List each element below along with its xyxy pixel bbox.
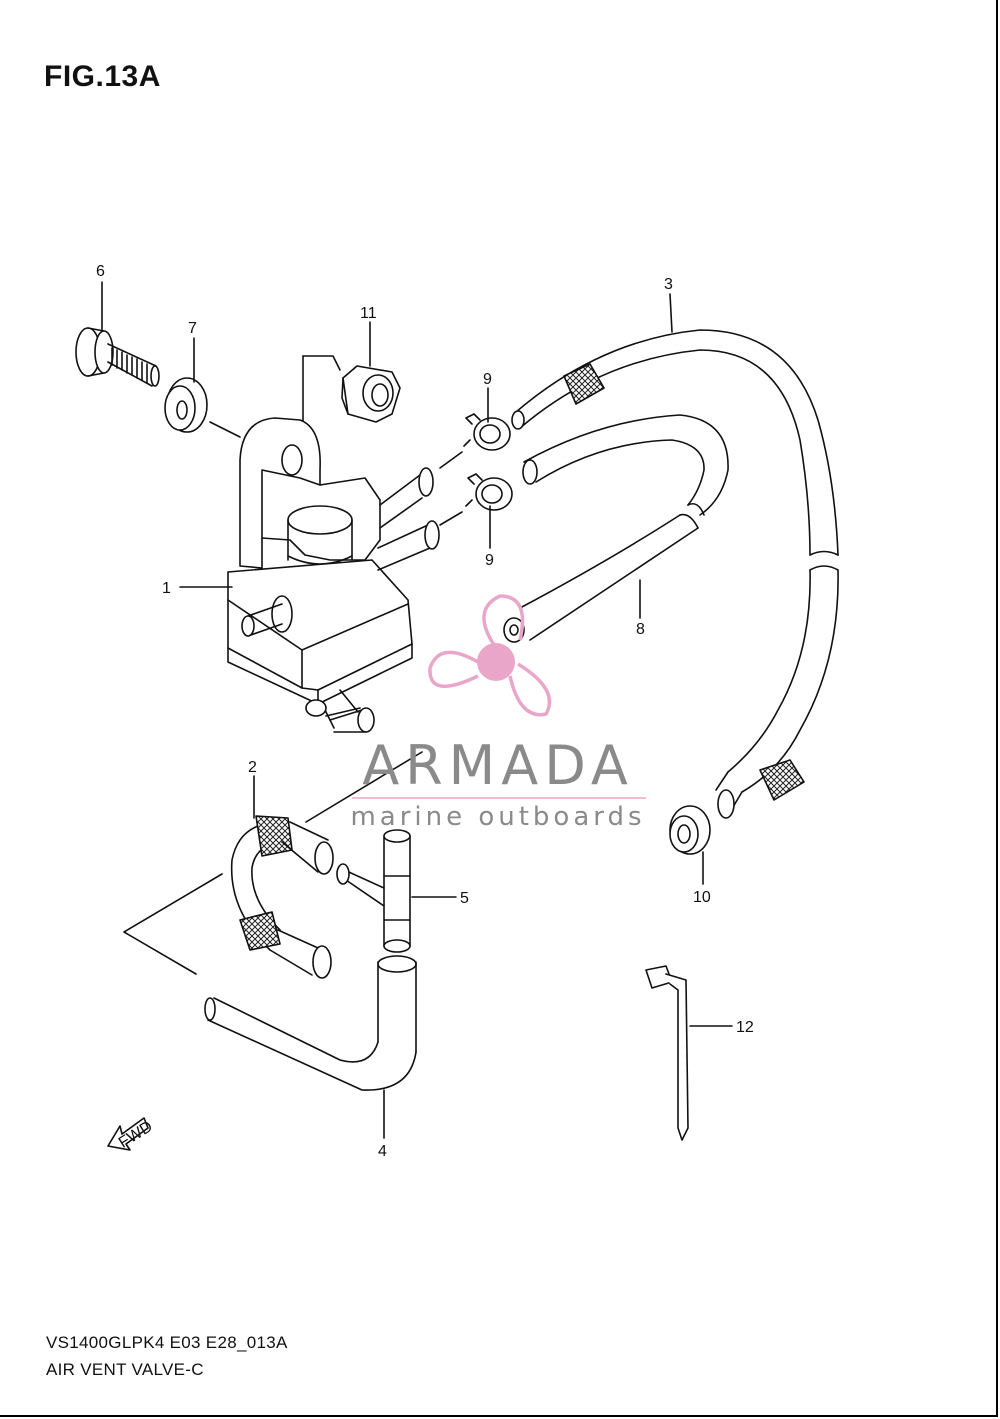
- armada-logo: [428, 594, 552, 717]
- tee-joint-part-5: [336, 829, 411, 953]
- callout-11: 11: [360, 305, 377, 322]
- leader-line: [302, 355, 341, 371]
- hose-part-8: [503, 414, 729, 643]
- callout-9-lower: 9: [485, 552, 494, 569]
- leader-line: [209, 421, 241, 438]
- callout-8: 8: [636, 621, 645, 638]
- leader-line: [439, 451, 463, 469]
- clamp-part-9-lower: [465, 473, 513, 511]
- fwd-arrow-icon: [107, 1117, 149, 1151]
- nut-part-11: [341, 365, 401, 423]
- hose-part-3: [511, 329, 839, 819]
- bolt-part-6: [75, 327, 160, 387]
- callout-12: 12: [736, 1019, 754, 1036]
- callout-9-upper: 9: [483, 371, 492, 388]
- callout-3: 3: [664, 276, 673, 293]
- leader-line: [305, 751, 423, 823]
- watermark-brand: ARMADA: [362, 734, 634, 797]
- clip-part-12: [645, 965, 689, 1141]
- footer-code: VS1400GLPK4 E03 E28_013A: [46, 1333, 288, 1352]
- figure-title: FIG.13A: [44, 60, 161, 93]
- hose-part-4: [204, 955, 417, 1091]
- cap-part-10: [669, 805, 711, 855]
- air-vent-valve-part-1: [227, 417, 440, 733]
- leader-line: [439, 511, 463, 526]
- clamp-part-9-upper: [463, 413, 511, 451]
- watermark-tagline: marine outboards: [350, 802, 645, 832]
- leader-line: [123, 873, 223, 975]
- callout-4: 4: [378, 1143, 387, 1160]
- callout-7: 7: [188, 320, 197, 337]
- footer-name: AIR VENT VALVE-C: [46, 1360, 204, 1379]
- callout-1: 1: [162, 580, 171, 597]
- callout-5: 5: [460, 890, 469, 907]
- leader-line: [669, 293, 673, 333]
- callout-6: 6: [96, 263, 105, 280]
- hose-part-2: [230, 815, 334, 979]
- washer-part-7: [164, 377, 208, 433]
- callout-2: 2: [248, 759, 257, 776]
- callout-10: 10: [693, 889, 711, 906]
